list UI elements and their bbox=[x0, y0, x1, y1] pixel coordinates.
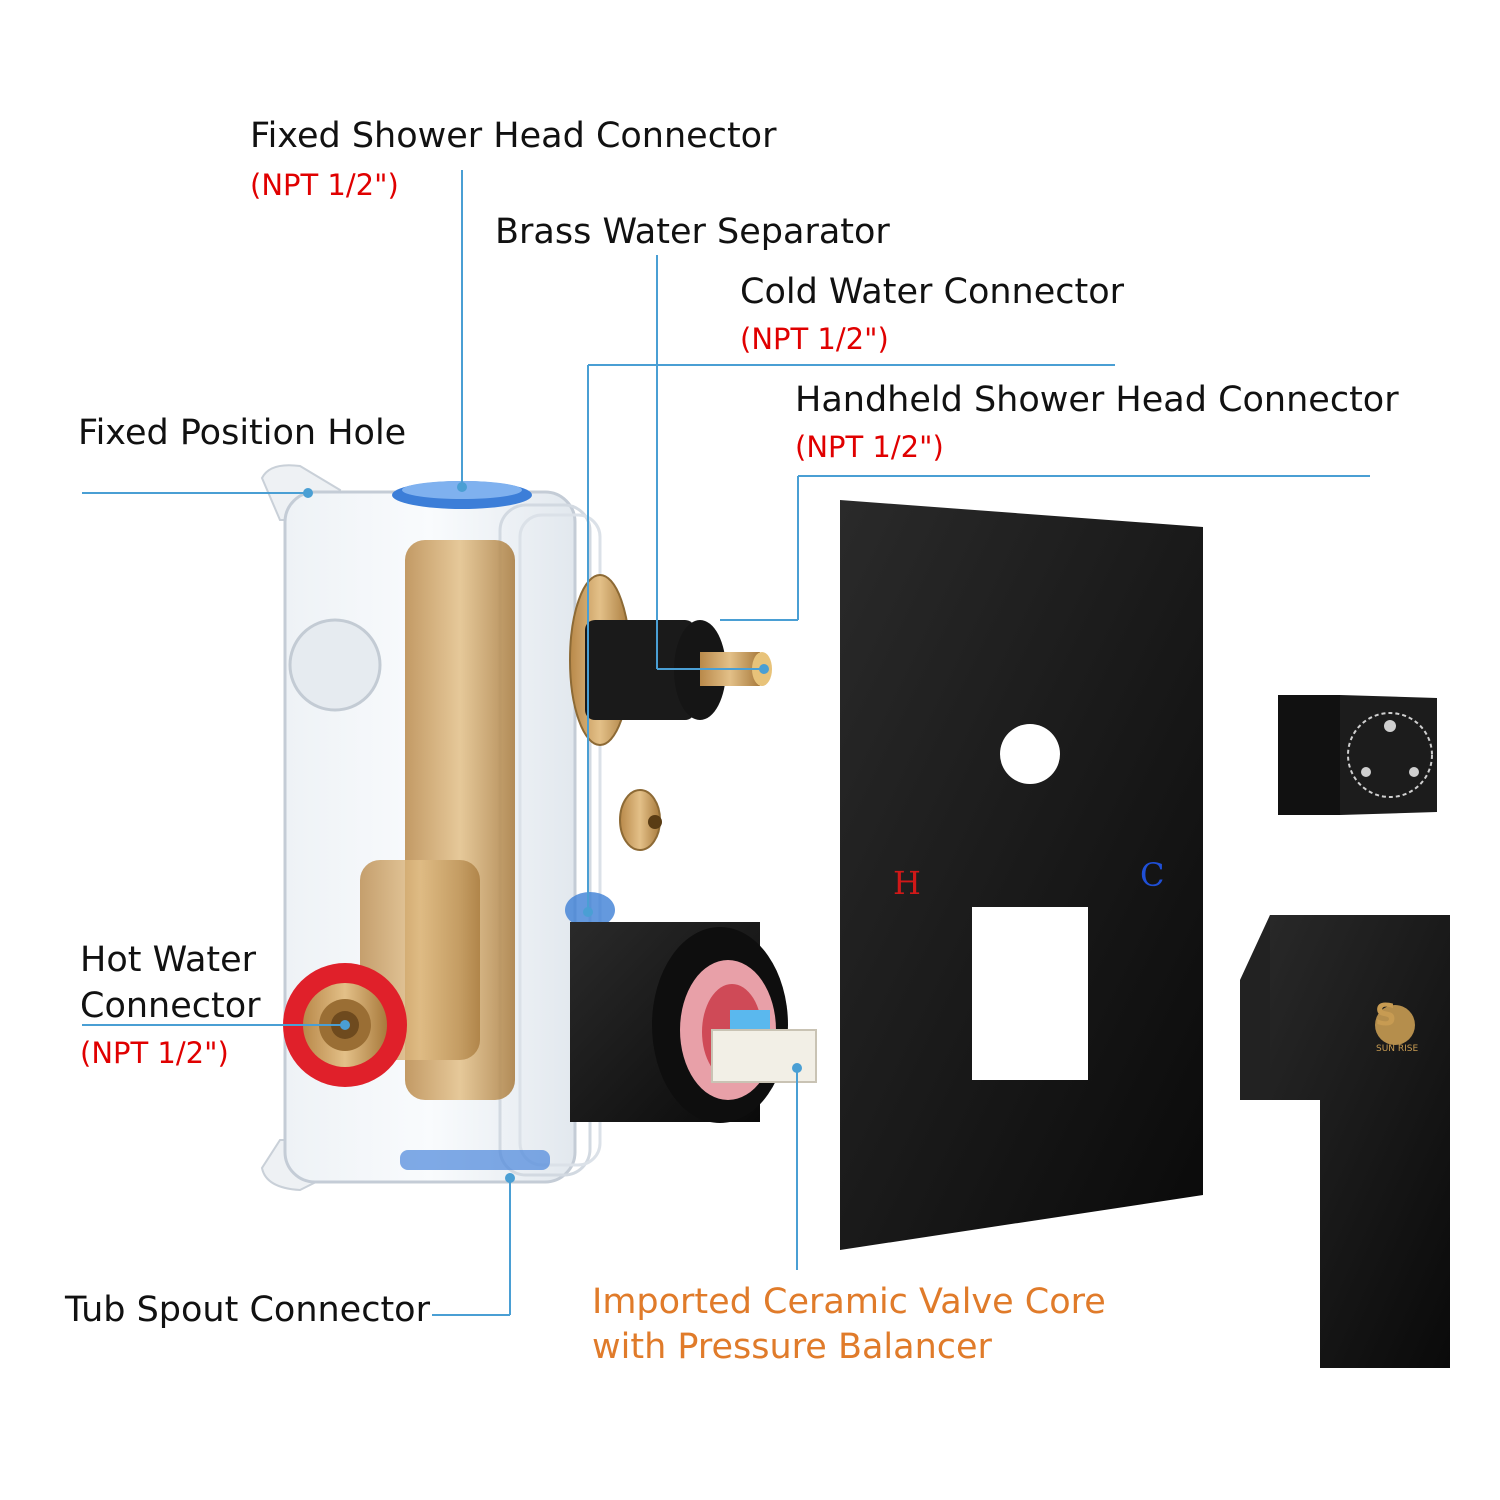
diverter-stem bbox=[569, 574, 772, 746]
cold-letter: C bbox=[1140, 856, 1165, 894]
logo-mark: S bbox=[1375, 998, 1397, 1033]
brass-separator-label: Brass Water Separator bbox=[495, 212, 890, 252]
cold-water-spec: (NPT 1/2") bbox=[740, 322, 889, 356]
valve-body bbox=[260, 464, 662, 1192]
hot-letter: H bbox=[893, 864, 921, 902]
fixed-hole-label: Fixed Position Hole bbox=[78, 413, 407, 453]
cold-water-label: Cold Water Connector bbox=[740, 272, 1125, 312]
hot-water-label-line2: Connector bbox=[80, 986, 261, 1026]
valve-core-label-line2: with Pressure Balancer bbox=[592, 1327, 992, 1367]
lever-handle bbox=[1240, 915, 1450, 1368]
hot-water-label-line1: Hot Water bbox=[80, 940, 257, 980]
logo-text: SUN RISE bbox=[1376, 1044, 1419, 1054]
handheld-spec: (NPT 1/2") bbox=[795, 430, 944, 464]
valve-core-label-line1: Imported Ceramic Valve Core bbox=[592, 1282, 1106, 1322]
leader-dots bbox=[303, 482, 802, 1183]
fixed-shower-label: Fixed Shower Head Connector bbox=[250, 116, 777, 156]
diverter-knob bbox=[1278, 695, 1437, 815]
trim-plate bbox=[840, 500, 1203, 1250]
hot-water-spec: (NPT 1/2") bbox=[80, 1036, 229, 1070]
leader-lines bbox=[82, 170, 1370, 1316]
handheld-label: Handheld Shower Head Connector bbox=[795, 380, 1399, 420]
fixed-shower-spec: (NPT 1/2") bbox=[250, 168, 399, 202]
tub-spout-label: Tub Spout Connector bbox=[65, 1290, 430, 1330]
valve-cartridge bbox=[570, 922, 817, 1123]
